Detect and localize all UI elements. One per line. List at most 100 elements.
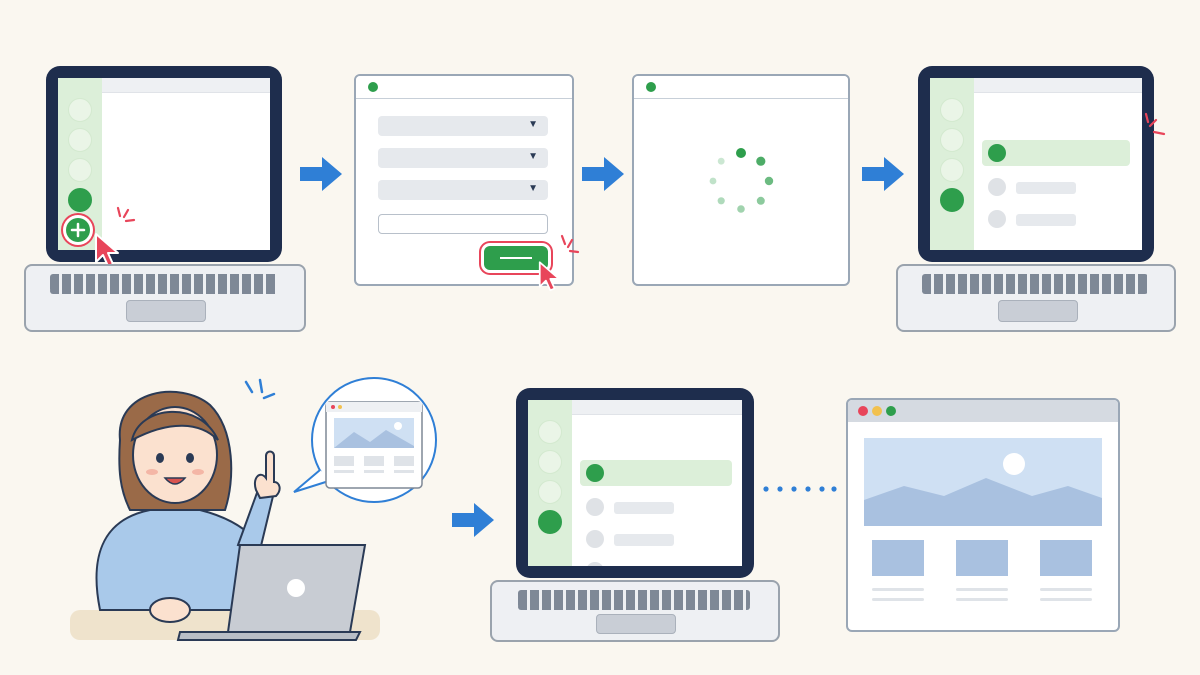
window-dot[interactable] [858,406,868,416]
click-burst-icon [560,234,580,254]
sidebar-item[interactable] [940,128,964,152]
text-line [956,598,1008,601]
list-item-dot [988,210,1006,228]
text-line [872,588,924,591]
sidebar-item[interactable] [940,98,964,122]
laptop-screen-frame [918,66,1154,262]
laptop-screen [58,78,270,250]
text-line [956,588,1008,591]
sidebar-item[interactable] [68,128,92,152]
laptop-screen-frame [46,66,282,262]
content-card[interactable] [1040,540,1092,576]
arrow-right-icon [300,157,342,191]
sidebar-item-active[interactable] [940,188,964,212]
list-item-text [614,502,674,514]
webpage-thought-bubble-icon [286,370,446,510]
window-dot [368,82,378,92]
arrow-right-icon [582,157,624,191]
hero-image-icon [864,438,1102,526]
list-item-text [614,534,674,546]
list-item[interactable] [982,174,1130,200]
window-topbar [102,78,270,93]
laptop-base [896,264,1176,332]
sidebar [930,78,974,250]
sidebar-item[interactable] [538,450,562,474]
list-item-new[interactable] [580,460,732,486]
trackpad [126,300,206,322]
list-item-dot [586,464,604,482]
sidebar-item[interactable] [538,480,562,504]
webpage-window [846,398,1120,632]
window-titlebar [356,76,572,99]
step-4-laptop [894,66,1176,332]
content-card[interactable] [872,540,924,576]
window-dot[interactable] [872,406,882,416]
sidebar-item[interactable] [68,98,92,122]
content-card[interactable] [956,540,1008,576]
keyboard [518,590,750,608]
text-input[interactable] [378,214,548,234]
laptop-base [24,264,306,332]
dotted-line [763,486,837,492]
submit-button[interactable] [484,246,548,270]
list-item-dot [586,498,604,516]
sidebar [528,400,572,566]
sidebar-item[interactable] [68,158,92,182]
caret-down-icon: ▼ [528,183,538,194]
list-item[interactable] [580,526,732,552]
plus-icon [70,222,86,238]
window-dot[interactable] [886,406,896,416]
step-5-laptop [490,388,780,642]
sidebar-item-active[interactable] [538,510,562,534]
spinner-icon [709,148,774,213]
keyboard [50,274,278,292]
list-item-dot [586,562,604,566]
click-burst-icon [116,206,136,223]
text-line [1040,598,1092,601]
list-item[interactable] [580,494,732,520]
text-line [1040,588,1092,591]
list-item-dot [988,144,1006,162]
laptop-base [490,580,780,642]
add-button[interactable] [66,218,90,242]
trackpad [596,614,676,634]
laptop-screen-frame [516,388,754,578]
keyboard [922,288,1148,294]
dropdown-select[interactable]: ▼ [378,180,548,200]
laptop-screen [528,400,742,566]
text-line [872,598,924,601]
sidebar-item[interactable] [940,158,964,182]
list-item-new[interactable] [982,140,1130,166]
loading-window [632,74,850,286]
keyboard [922,274,1148,292]
caret-down-icon: ▼ [528,119,538,130]
sparkle-icon [244,378,276,400]
dropdown-select[interactable]: ▼ [378,148,548,168]
sidebar-item[interactable] [538,420,562,444]
list-item-text [1016,214,1076,226]
cursor-arrow-icon [538,261,560,292]
arrow-right-icon [862,157,904,191]
step-1-laptop [24,66,306,332]
list-item-dot [988,178,1006,196]
list-item-text [1016,182,1076,194]
list-item[interactable] [982,206,1130,232]
sidebar [58,78,102,250]
list-item-dot [586,530,604,548]
trackpad [998,300,1078,322]
window-titlebar [634,76,848,99]
window-dot [646,82,656,92]
list-item[interactable] [580,558,732,566]
woman-pointing-icon [60,360,390,660]
window-topbar [974,78,1142,93]
sparkle-icon [1144,112,1166,136]
form-window: ▼ ▼ ▼ [354,74,574,286]
window-topbar [572,400,742,415]
keyboard [518,604,750,610]
window-titlebar [848,400,1118,422]
laptop-screen [930,78,1142,250]
dropdown-select[interactable]: ▼ [378,116,548,136]
caret-down-icon: ▼ [528,151,538,162]
person-illustration [70,390,380,641]
sidebar-item-active[interactable] [68,188,92,212]
